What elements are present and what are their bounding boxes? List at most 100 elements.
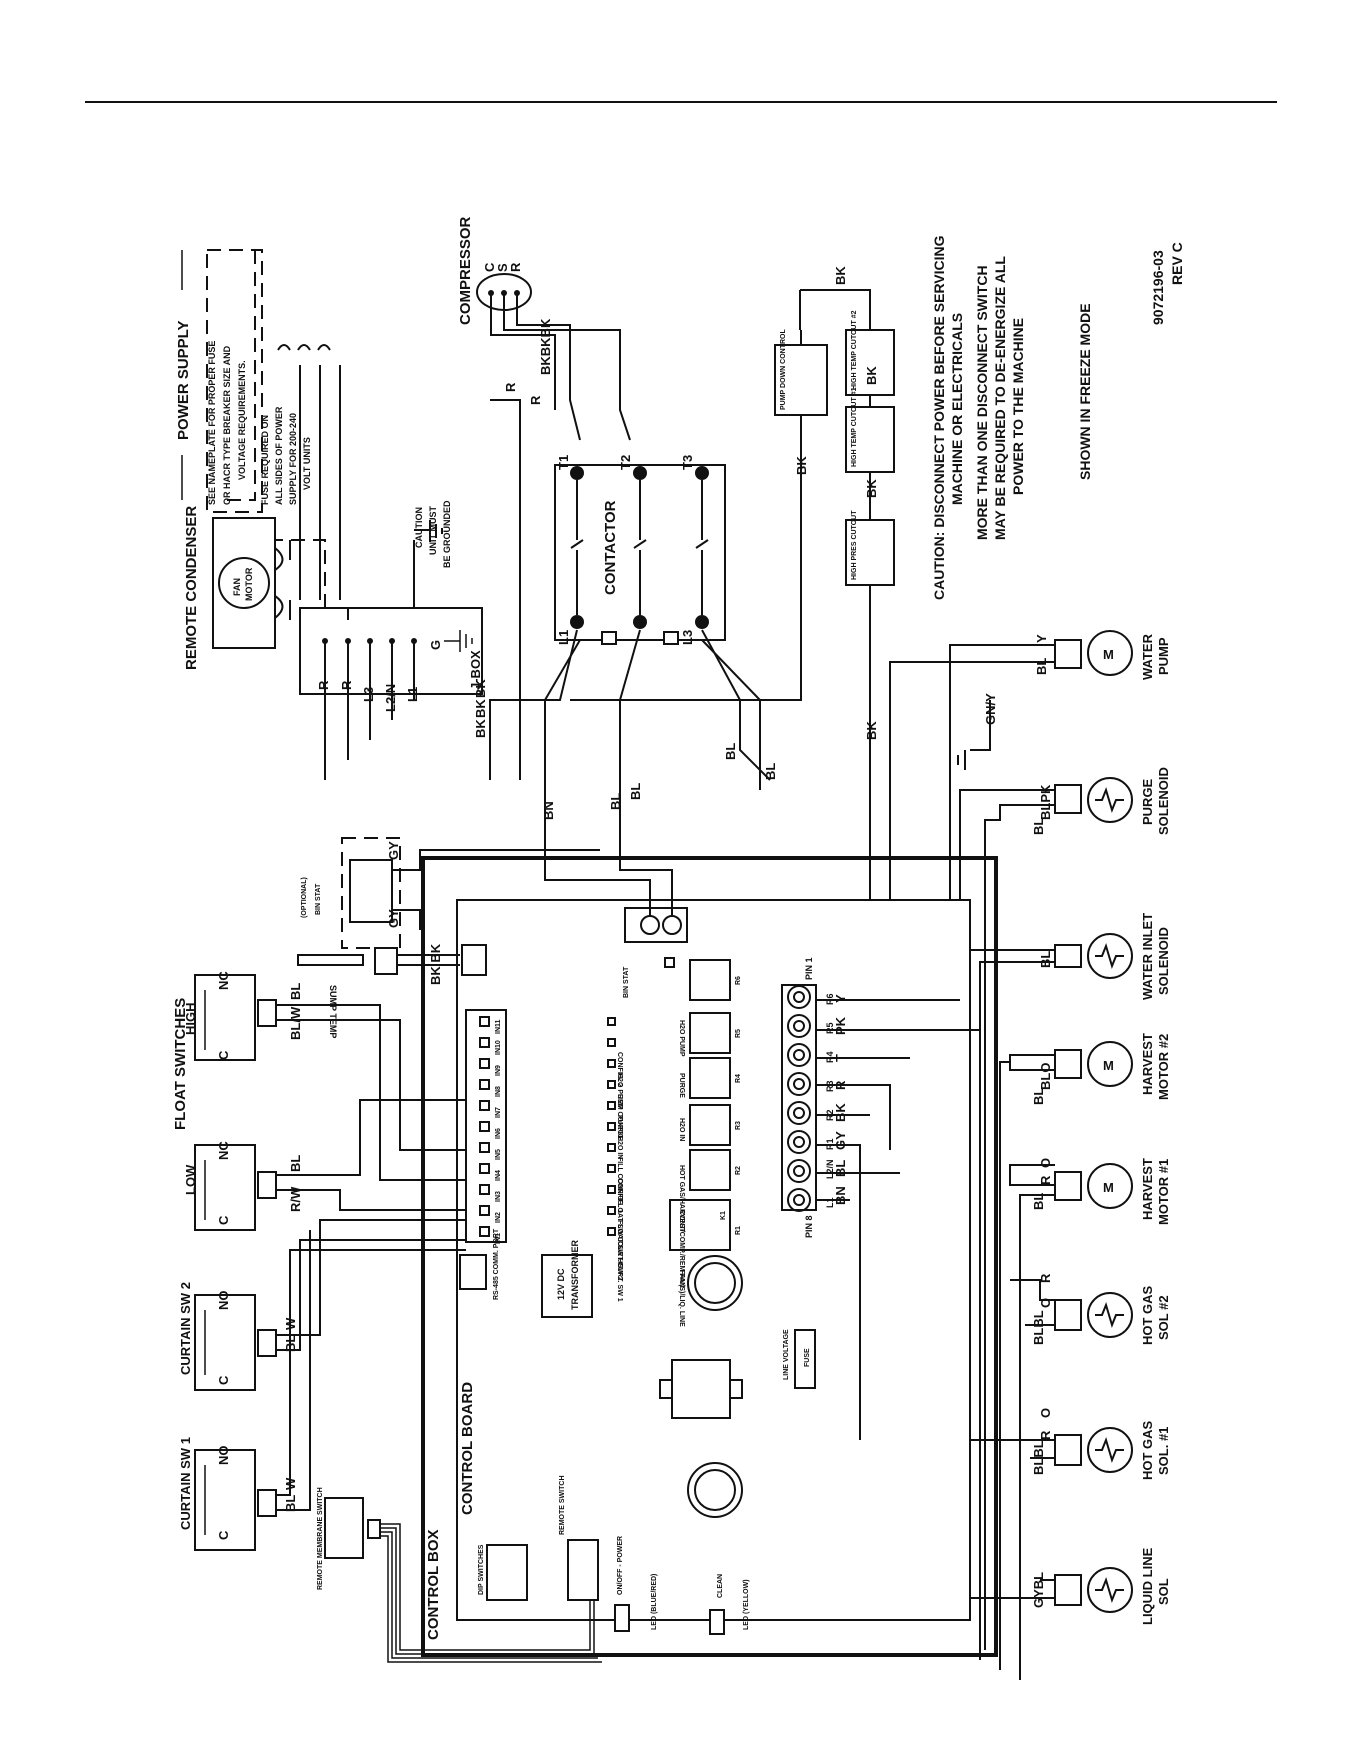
sump-temp: SUMP TEMP BK BK — [297, 943, 487, 1038]
harvest-2-label-2: MOTOR #2 — [1156, 1034, 1171, 1100]
compressor-terminal-r: R — [508, 262, 523, 272]
harvest-motor-2-m: M — [1103, 1058, 1114, 1073]
wire-label-bl-pump: BL — [1034, 658, 1049, 675]
pump-ground-icon — [957, 700, 991, 770]
input-led-in10 — [607, 1038, 616, 1047]
membrane-switch-label: REMOTE MEMBRANE SWITCH — [317, 1487, 324, 1590]
hot-gas-sol-1-icon — [1087, 1427, 1133, 1473]
input-func-in11: CONFIG. 2 — [616, 1052, 623, 1087]
dip-switches-label: DIP SWITCHES — [478, 1544, 485, 1595]
float-high-nc: NC — [216, 971, 231, 990]
input-led-in8 — [607, 1080, 616, 1089]
input-func-in1: CURT. SW 1 — [616, 1262, 623, 1302]
doc-number: 9072196-03 — [1150, 250, 1166, 325]
wire-label-r-hg1: R — [1038, 1430, 1053, 1440]
wire-label-o-hg2: O — [1038, 1298, 1053, 1308]
float-switches: FLOAT SWITCHES HIGH NC C BL BL/W LOW NC … — [172, 971, 466, 1231]
plug-pin-label-r5: R5 — [825, 1022, 835, 1034]
input-led-in3 — [607, 1185, 616, 1194]
input-led-in6 — [607, 1122, 616, 1131]
hot-gas-1-label-2: SOL. #1 — [1156, 1427, 1171, 1475]
transformer — [541, 1254, 593, 1318]
remote-condenser-label: REMOTE CONDENSER — [183, 506, 200, 670]
remote-condenser: REMOTE CONDENSER FAN MOTOR — [183, 506, 291, 670]
relay-r6-label: R6 — [735, 976, 742, 985]
relay-function-1: FAN(S)/LIQ. LINE — [678, 1270, 685, 1327]
high-temp-1-label: HIGH TEMP CUTOUT #1 — [851, 387, 858, 467]
input-func-in5: CONFIG. 1 — [616, 1178, 623, 1213]
wire-label-r-1: R — [316, 680, 331, 690]
on-off-power-button[interactable] — [614, 1604, 630, 1632]
input-func-in4: FLOAT SW LO — [616, 1199, 623, 1247]
wire-label-blbl-hg1: BLBL — [1031, 1440, 1046, 1475]
curtain-sw1-label: CURTAIN SW 1 — [178, 1437, 193, 1530]
wire-label-gy-binstat-1: GY — [386, 841, 401, 860]
input-func-in6: FILL CONFIG — [616, 1157, 623, 1201]
relay-r3 — [689, 1104, 731, 1146]
high-temp-2-label: HIGH TEMP CUTOUT #2 — [851, 310, 858, 390]
plug-pin-l1 — [787, 1188, 811, 1212]
contactor-t2: T2 — [618, 455, 633, 470]
wire-label-bl-inlet: BL — [1038, 951, 1053, 968]
power-note-1: SEE NAMEPLATE FOR PROPER FUSE — [207, 341, 217, 505]
plug-pin-label-l2n: L2/N — [825, 1159, 835, 1179]
liquid-line-sol-icon — [1087, 1567, 1133, 1613]
power-note-3: VOLTAGE REQUIREMENTS. — [237, 360, 247, 480]
clean-button[interactable] — [709, 1609, 725, 1635]
ground-note-2: UNIT MUST — [428, 506, 438, 555]
freeze-mode-note: SHOWN IN FREEZE MODE — [1077, 303, 1093, 480]
line-voltage-label: LINE VOLTAGE — [783, 1329, 790, 1380]
caution-line-2: MACHINE OR ELECTRICALS — [949, 313, 965, 505]
curtain-sw1-c: C — [216, 1530, 231, 1540]
line-voltage-fuse — [794, 1329, 816, 1389]
relay-r5 — [689, 1012, 731, 1054]
relay-r1-label: R1 — [735, 1226, 742, 1235]
input-func-in2: CURT. SW 2 — [616, 1241, 623, 1281]
input-terminal-in10 — [479, 1037, 490, 1048]
capacitor-2 — [687, 1462, 743, 1518]
clean-label: CLEAN — [717, 1574, 724, 1598]
bin-stat-connector — [624, 907, 688, 943]
wire-label-blbl-hg2: BLBL — [1031, 1310, 1046, 1345]
input-led-in4 — [607, 1164, 616, 1173]
wire-label-bk-board: BK — [833, 1103, 848, 1122]
fan-motor-icon — [218, 557, 270, 609]
wire-label-bl-cs1: BL — [283, 1495, 298, 1512]
power-supply-notes: POWER SUPPLY SEE NAMEPLATE FOR PROPER FU… — [175, 249, 452, 568]
plug-pin-r4 — [787, 1043, 811, 1067]
input-terminal-in9 — [479, 1058, 490, 1069]
wire-label-r-comp-1: R — [503, 382, 518, 392]
doc-rev: REV C — [1169, 242, 1185, 285]
wire-label-bl-4: BL — [763, 763, 778, 780]
input-terminal-in11 — [479, 1016, 490, 1027]
wire-label-bl-purge: BL — [1031, 818, 1046, 835]
j-box-label: J-BOX — [468, 650, 483, 690]
relay-function-2: CONT/COMP./REM FAN — [678, 1210, 685, 1287]
wire-label-bl-low: BL — [288, 1155, 303, 1172]
power-supply-title: POWER SUPPLY — [175, 321, 192, 440]
ground-note-3: BE GROUNDED — [442, 500, 452, 568]
jbox-ground-icon — [444, 630, 473, 652]
wire-label-gny: GN/Y — [983, 693, 998, 725]
wire-label-y-board: Y — [833, 994, 848, 1003]
curtain-sw2-label: CURTAIN SW 2 — [178, 1282, 193, 1375]
fan-motor-label-2: MOTOR — [244, 567, 254, 601]
on-off-label: ON/OFF - POWER — [617, 1536, 624, 1595]
remote-switch-label: REMOTE SWITCH — [559, 1476, 566, 1536]
wire-label-blw-high: BL/W — [288, 1006, 303, 1040]
plug-pin-r2 — [787, 1101, 811, 1125]
wire-label-l1: L1 — [405, 687, 420, 702]
relay-function-6: H2O PUMP — [678, 1020, 685, 1057]
wire-label-bk-safety-1: BK — [833, 266, 848, 285]
input-pin-in11: IN11 — [495, 1019, 502, 1034]
plug-pin-r3 — [787, 1072, 811, 1096]
water-pump-motor-m: M — [1103, 647, 1114, 662]
wire-label-w-cs1: W — [283, 1477, 298, 1490]
wire-label-bl-high: BL — [288, 983, 303, 1000]
transformer-label-1: 12V DC — [556, 1268, 566, 1300]
relay-r2 — [689, 1149, 731, 1191]
input-terminal-in5 — [479, 1142, 490, 1153]
input-pin-in7: IN7 — [495, 1107, 502, 1118]
wire-label-rw-low: R/W — [288, 1186, 303, 1212]
bin-stat-switch — [349, 859, 393, 923]
